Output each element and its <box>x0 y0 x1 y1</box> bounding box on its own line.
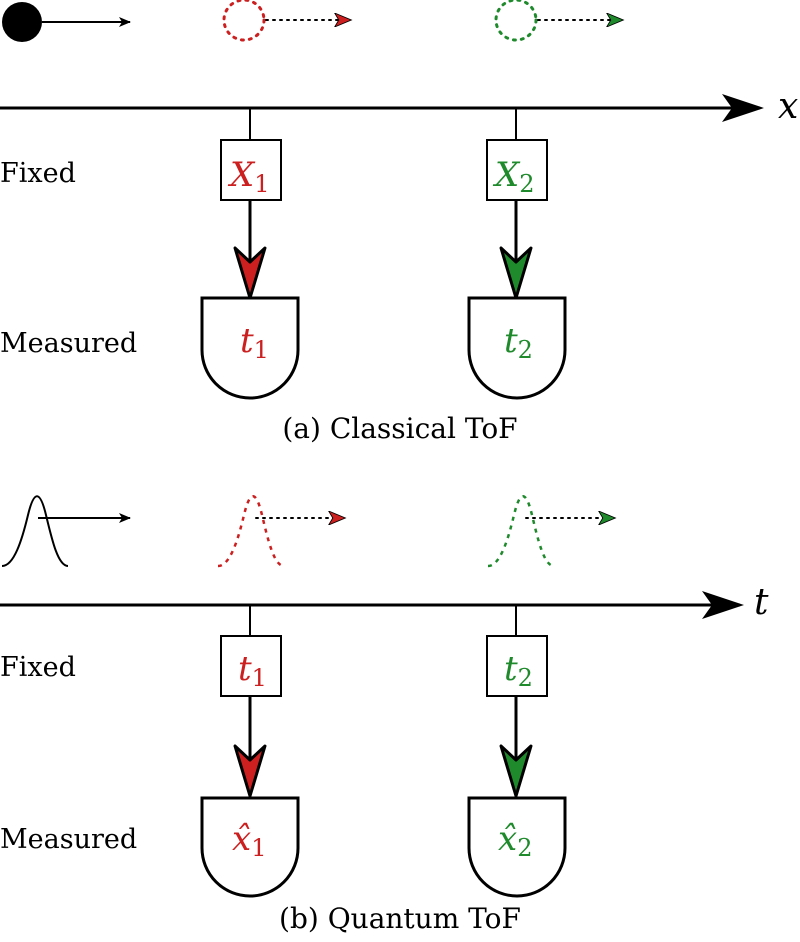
detector-2-a <box>467 296 567 400</box>
panel-a: x Fixed Measured X1 t1 X2 t2 (a) Classic… <box>0 0 798 445</box>
row-label-fixed-a: Fixed <box>0 158 76 189</box>
arrowhead-red-1-b <box>233 744 267 798</box>
t-axis-label: t <box>754 582 769 623</box>
particle-red-ghost <box>222 0 266 42</box>
caption-a: (a) Classical ToF <box>282 412 517 445</box>
arrowhead-green-2-b <box>499 744 533 798</box>
fixed-value-1-a: X1 <box>227 155 270 198</box>
detector-value-2-a: t2 <box>504 321 533 364</box>
particle-green-ghost <box>494 0 538 42</box>
panel-b: t Fixed Measured t1 x̂1 t2 x̂2 (b) Quant… <box>0 495 769 935</box>
fixed-value-1-b: t1 <box>238 649 267 692</box>
arrowhead-red-1-a <box>233 246 267 300</box>
row-label-measured-b: Measured <box>0 824 137 855</box>
arrowhead-green-2-a <box>499 246 533 300</box>
fixed-box-1-b <box>220 635 282 697</box>
row-label-measured-a: Measured <box>0 328 137 359</box>
x-axis-arrowhead <box>722 94 764 122</box>
detector-value-1-b: x̂1 <box>232 819 266 862</box>
x-axis-label: x <box>778 86 798 127</box>
detector-1-a <box>200 296 300 400</box>
t-axis-arrowhead <box>702 591 744 619</box>
wavepacket-solid <box>1 495 69 567</box>
detector-1-b <box>200 796 300 898</box>
detector-value-2-b: x̂2 <box>498 819 532 862</box>
detector-value-1-a: t1 <box>240 321 269 364</box>
caption-b: (b) Quantum ToF <box>279 902 521 935</box>
wavepacket-red-ghost <box>217 495 285 568</box>
fixed-value-2-a: X2 <box>492 155 535 198</box>
row-label-fixed-b: Fixed <box>0 652 76 683</box>
wavepacket-green-ghost <box>487 495 555 568</box>
particle-solid <box>2 2 42 42</box>
fixed-value-2-b: t2 <box>504 649 533 692</box>
fixed-box-2-a <box>486 139 548 201</box>
detector-2-b <box>467 796 567 898</box>
